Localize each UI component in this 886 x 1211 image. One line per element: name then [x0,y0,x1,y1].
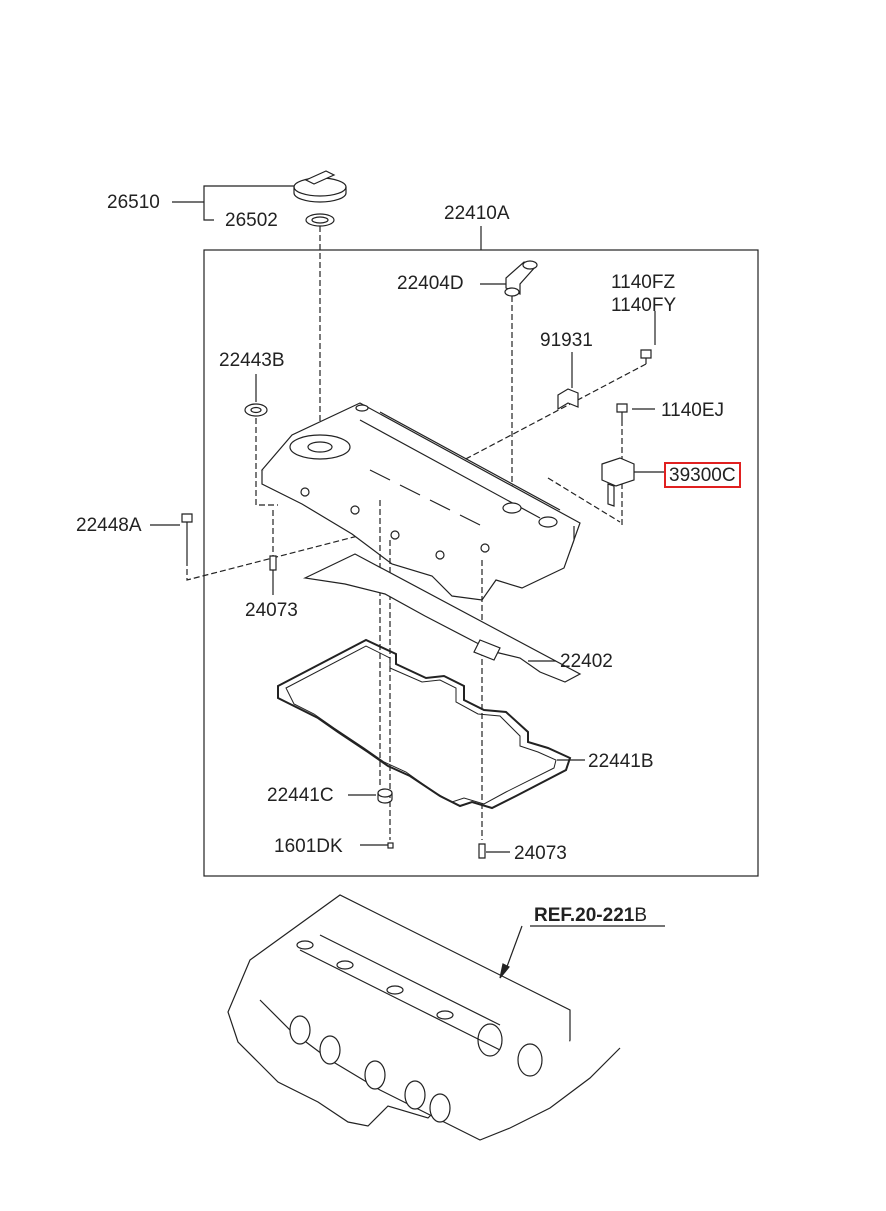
grommet-22441C [377,788,393,804]
cam-sensor-drawing [601,457,635,507]
label-1140FZ: 1140FZ [611,272,676,293]
label-1601DK: 1601DK [274,836,343,857]
label-22402: 22402 [560,651,613,672]
label-24073-bottom: 24073 [514,843,567,864]
label-39300C-highlighted[interactable]: 39300C [664,462,741,488]
bolt-1140FZ [640,349,652,364]
label-22441B: 22441B [588,751,654,772]
pcv-elbow-drawing [504,260,538,297]
valve-cover-drawing [261,402,581,601]
bracket-91931 [557,388,579,411]
gasket-22402 [302,553,582,683]
label-91931: 91931 [540,330,593,351]
label-22443B: 22443B [219,350,285,371]
gasket-22441B [277,638,572,810]
ref-suffix: B [634,905,648,926]
label-26510: 26510 [107,192,160,213]
cylinder-head-drawing [227,894,621,1141]
label-26502: 26502 [225,210,278,231]
label-24073-top: 24073 [245,600,298,621]
label-1140EJ: 1140EJ [661,400,725,421]
label-22448A: 22448A [76,515,142,536]
bolt-22448A [181,513,193,560]
label-22410A: 22410A [444,203,510,224]
label-22441C: 22441C [267,785,334,806]
label-1140FY: 1140FY [611,295,677,316]
bolt-1140EJ [616,403,628,420]
ref-label[interactable]: REF.20-221B [534,906,647,925]
oil-cap-drawing [293,170,347,227]
seal-22443B [244,403,268,417]
label-22404D: 22404D [397,273,464,294]
ref-number: REF.20-221 [534,905,635,926]
